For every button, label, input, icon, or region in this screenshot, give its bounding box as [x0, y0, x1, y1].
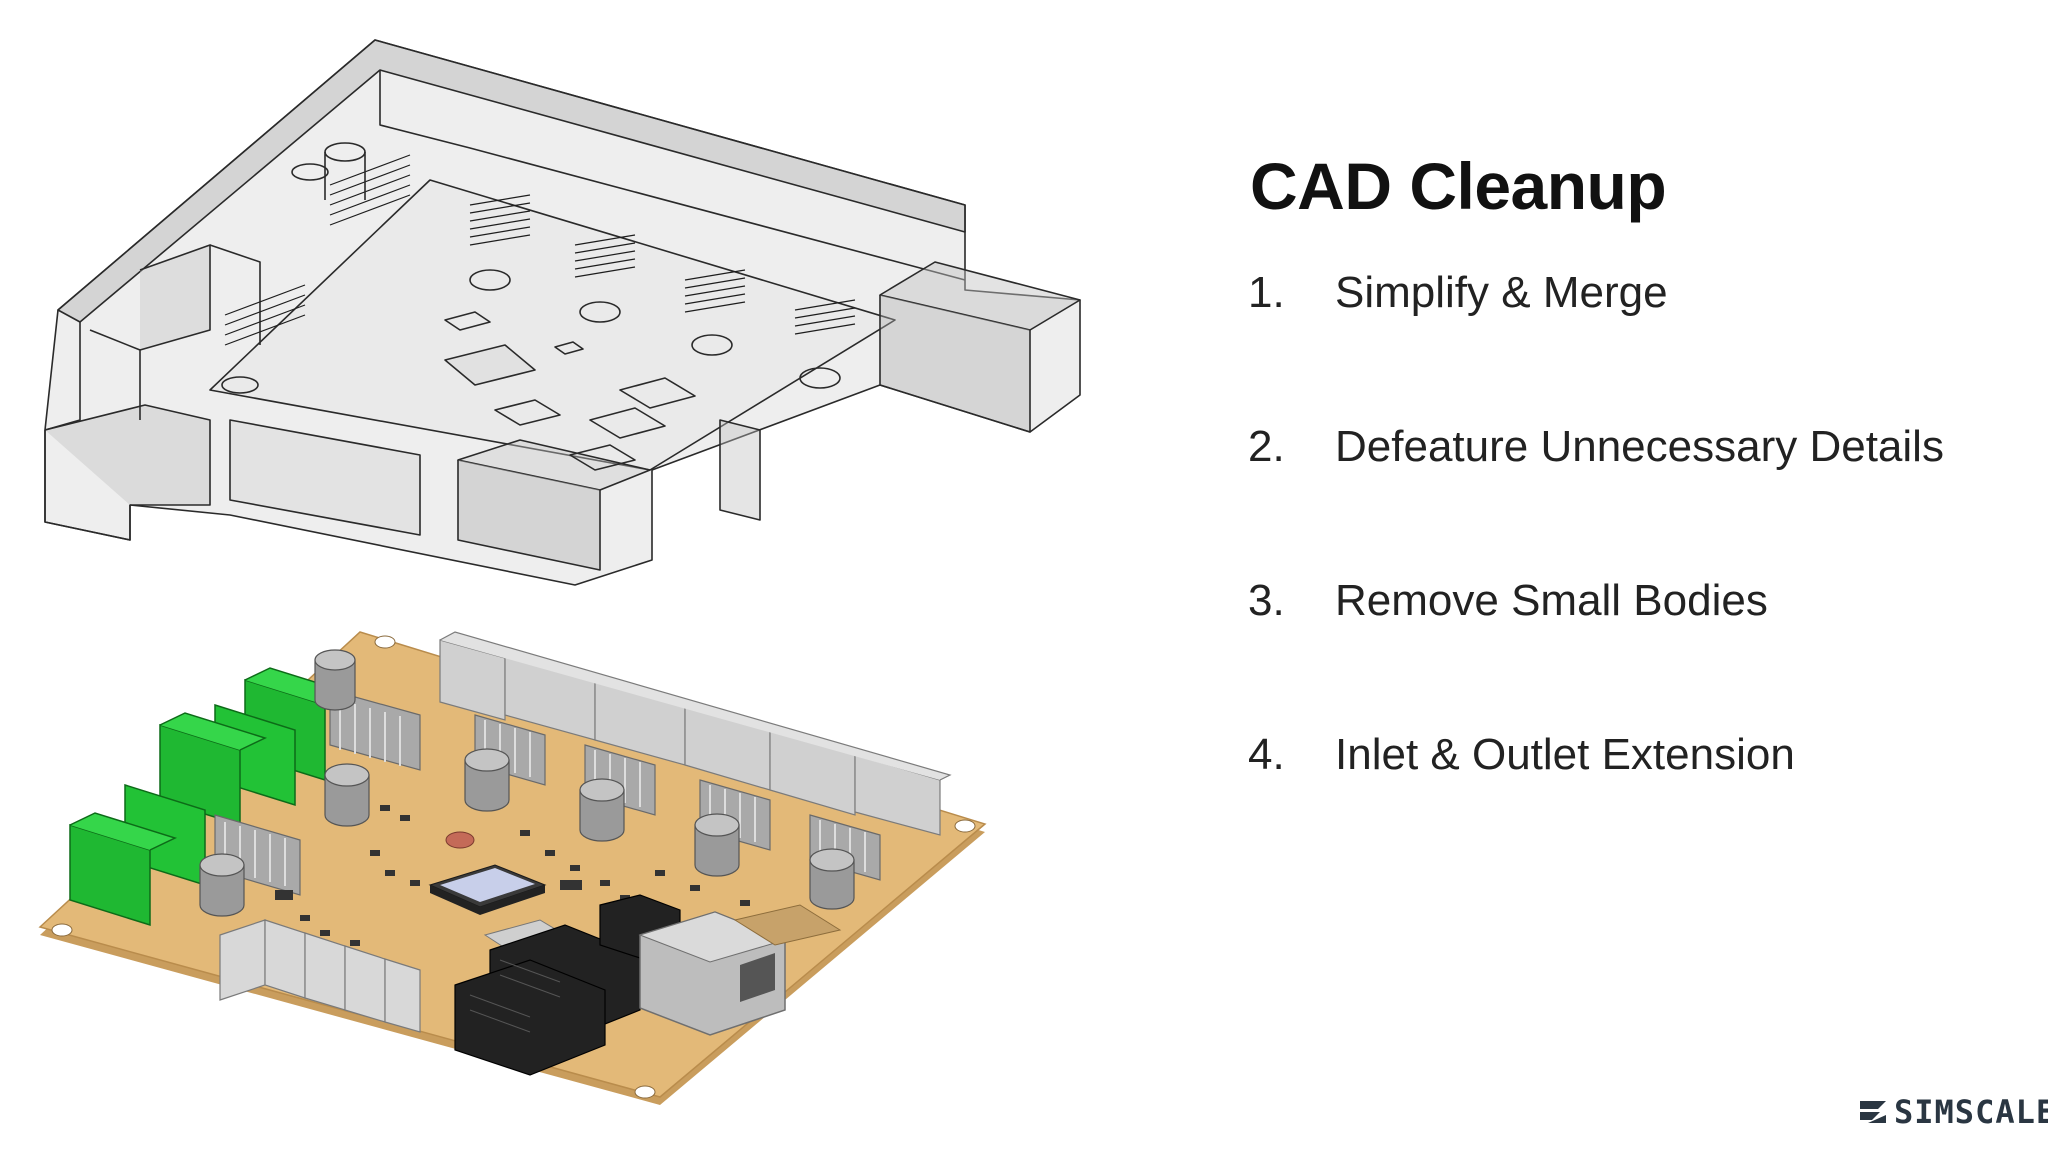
bottom-connectors [219, 919, 421, 1033]
smd-components [275, 805, 750, 946]
cad-illustration [38, 39, 1081, 1105]
steps-list: 1. Simplify & Merge 2. Defeature Unneces… [1248, 268, 1944, 884]
usb-port [638, 911, 787, 1036]
enclosure-model [44, 39, 1081, 586]
top-connectors [439, 631, 952, 836]
sd-slot [733, 904, 842, 946]
simscale-logo: SIMSCALE [1858, 1096, 2048, 1128]
main-chip [428, 864, 547, 915]
step-item: 2. Defeature Unnecessary Details [1248, 422, 1944, 576]
step-item: 1. Simplify & Merge [1248, 268, 1944, 422]
pcb-model [38, 631, 987, 1105]
step-item: 4. Inlet & Outlet Extension [1248, 730, 1944, 884]
step-label: Inlet & Outlet Extension [1335, 730, 1795, 779]
logo-text: SIMSCALE [1894, 1093, 2048, 1131]
capacitors [199, 649, 855, 917]
step-label: Remove Small Bodies [1335, 576, 1768, 625]
step-number: 2. [1248, 422, 1285, 471]
green-terminals [69, 667, 353, 927]
simscale-logo-icon [1860, 1101, 1886, 1123]
enclosure-heatsinks [224, 154, 856, 346]
step-number: 3. [1248, 576, 1285, 625]
slide-title: CAD Cleanup [1250, 149, 1667, 223]
step-number: 1. [1248, 268, 1285, 317]
black-headers [454, 894, 681, 1076]
step-label: Defeature Unnecessary Details [1335, 422, 1944, 471]
step-label: Simplify & Merge [1335, 268, 1668, 317]
step-item: 3. Remove Small Bodies [1248, 576, 1944, 730]
step-number: 4. [1248, 730, 1285, 779]
reset-button-part [445, 831, 475, 849]
